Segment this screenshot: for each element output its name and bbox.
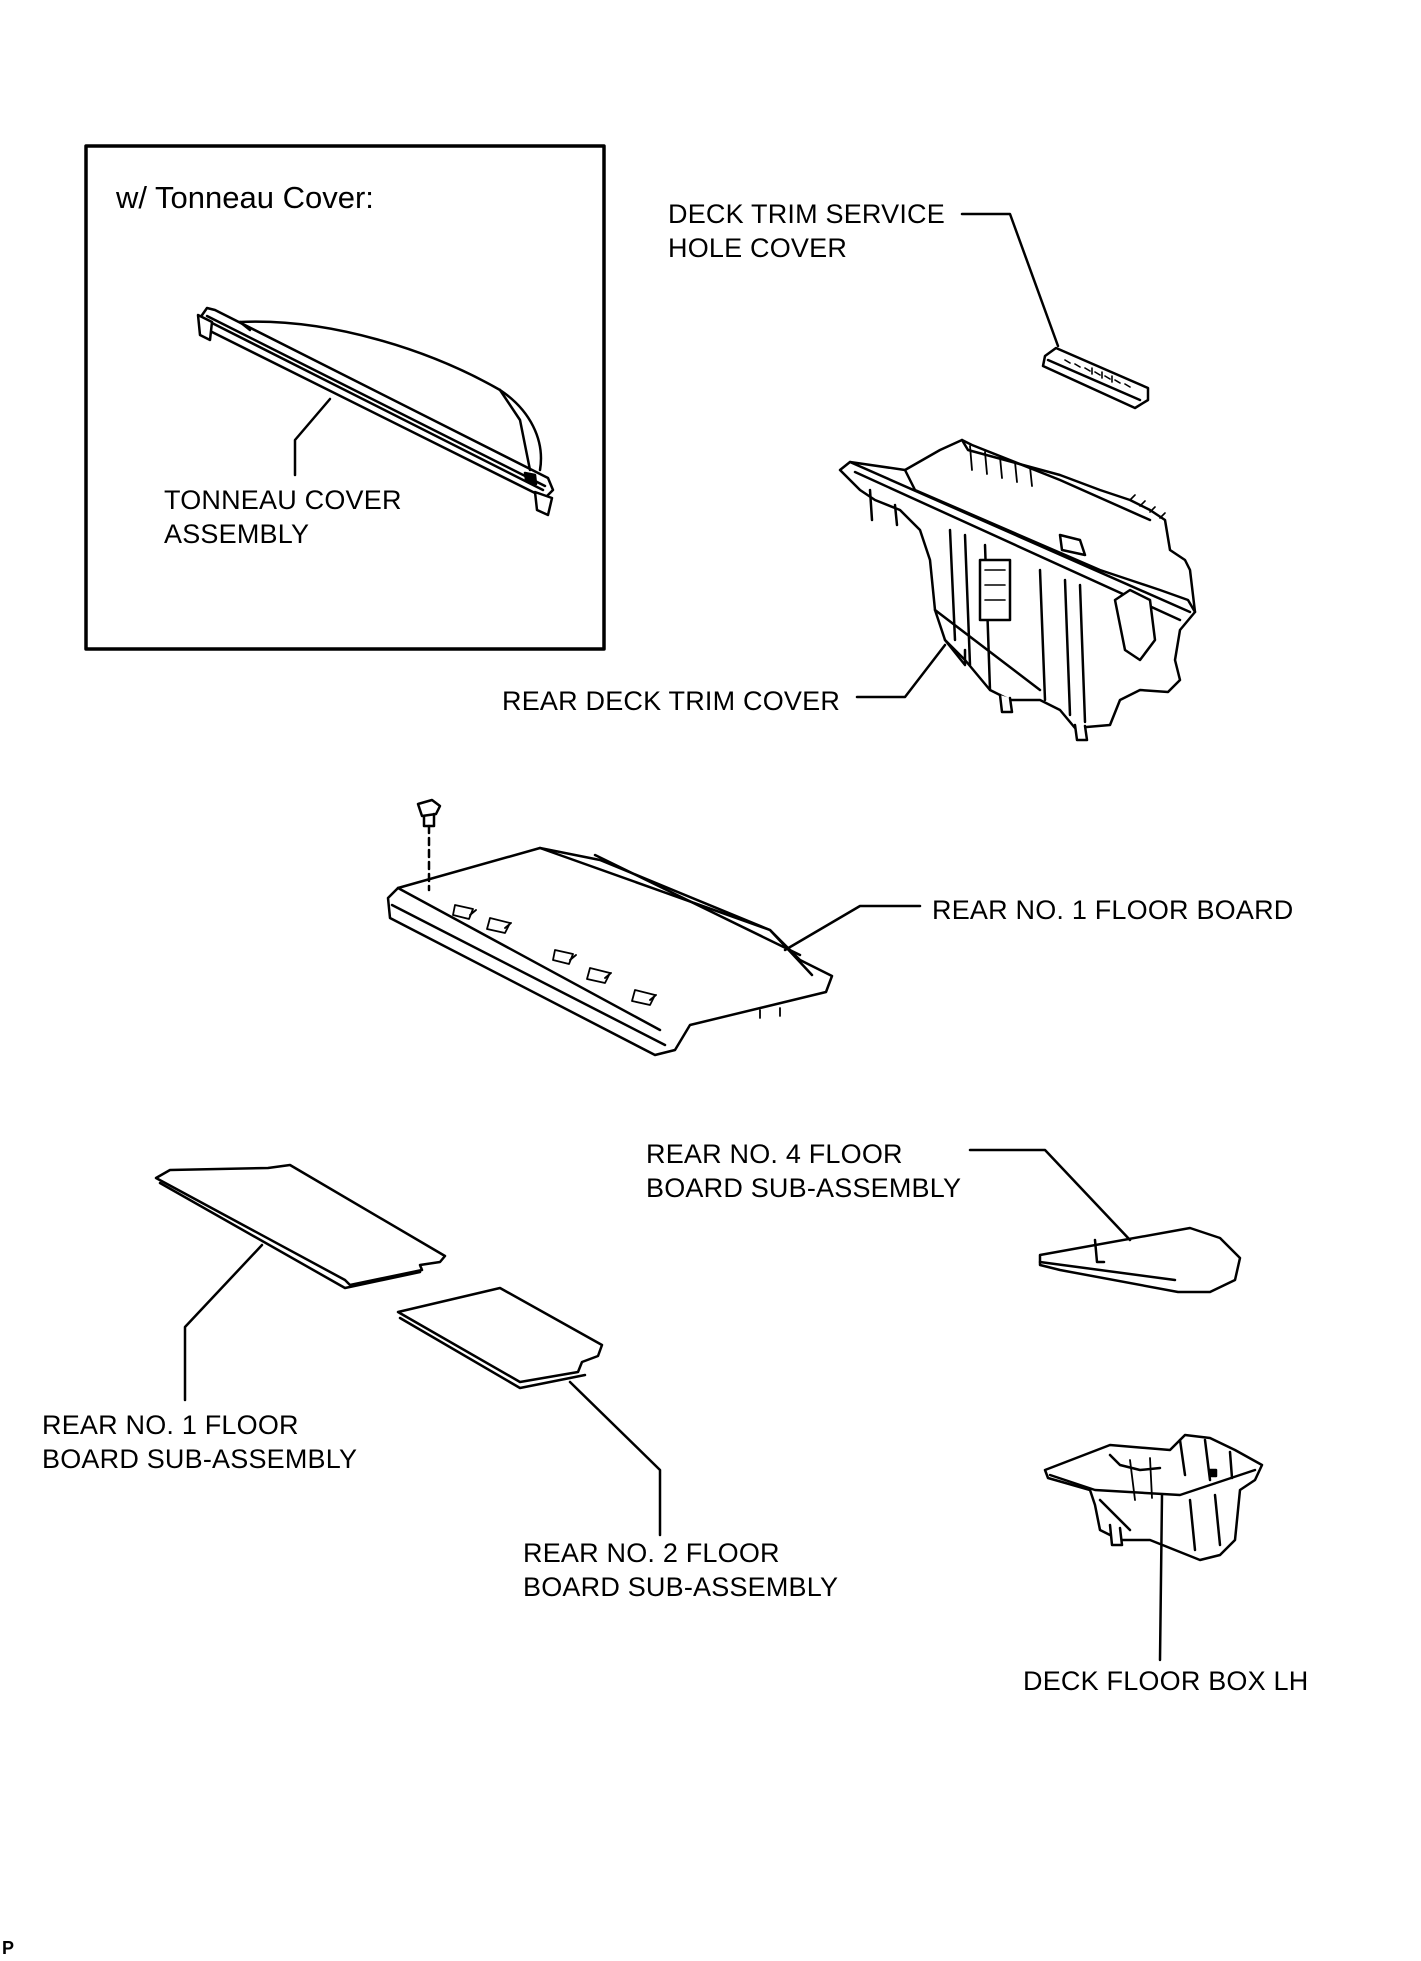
rear-no1-floor-board-illustration [386, 846, 834, 1057]
leader-service-hole-cover [960, 212, 1060, 348]
label-line: TONNEAU COVER [164, 485, 402, 515]
leader-deck-floor-box-lh [1158, 1493, 1164, 1662]
label-line: DECK TRIM SERVICE [668, 199, 945, 229]
leader-rear-no1-floor-board-sub [183, 1243, 264, 1402]
label-tonneau-cover-assembly: TONNEAU COVER ASSEMBLY [164, 483, 402, 551]
rear-no4-floor-board-illustration [1038, 1226, 1242, 1294]
label-rear-no1-floor-board: REAR NO. 1 FLOOR BOARD [932, 893, 1293, 927]
service-hole-cover-illustration [1041, 346, 1150, 410]
label-line: REAR NO. 1 FLOOR BOARD [932, 895, 1294, 925]
label-line: REAR NO. 1 FLOOR [42, 1410, 299, 1440]
inset-title: w/ Tonneau Cover: [116, 180, 374, 215]
leader-rear-no4-floor-board-sub [968, 1148, 1132, 1242]
leader-rear-no1-floor-board [783, 904, 922, 952]
label-line: HOLE COVER [668, 233, 848, 263]
leader-tonneau [293, 397, 332, 477]
label-line: REAR NO. 4 FLOOR [646, 1139, 903, 1169]
label-rear-no4-floor-board-sub-assembly: REAR NO. 4 FLOOR BOARD SUB-ASSEMBLY [646, 1137, 961, 1205]
label-rear-no1-floor-board-sub-assembly: REAR NO. 1 FLOOR BOARD SUB-ASSEMBLY [42, 1408, 357, 1476]
label-line: REAR DECK TRIM COVER [502, 686, 841, 716]
label-line: BOARD SUB-ASSEMBLY [646, 1173, 962, 1203]
label-rear-deck-trim-cover: REAR DECK TRIM COVER [502, 684, 840, 718]
label-deck-trim-service-hole-cover: DECK TRIM SERVICE HOLE COVER [668, 197, 945, 265]
label-line: ASSEMBLY [164, 519, 310, 549]
leader-rear-deck-trim-cover [855, 643, 947, 699]
tonneau-cover-illustration [196, 306, 555, 517]
label-line: DECK FLOOR BOX LH [1023, 1666, 1309, 1696]
inset-frame [84, 144, 606, 651]
page-code: P [2, 1938, 15, 1958]
deck-floor-box-illustration [1043, 1433, 1264, 1562]
rear-no2-floor-board-sub-illustration [396, 1286, 604, 1390]
label-line: REAR NO. 2 FLOOR [523, 1538, 780, 1568]
rear-deck-trim-cover-illustration [838, 438, 1197, 742]
rear-no1-floor-board-sub-illustration [154, 1163, 447, 1290]
leader-rear-no2-floor-board-sub [568, 1380, 662, 1537]
label-rear-no2-floor-board-sub-assembly: REAR NO. 2 FLOOR BOARD SUB-ASSEMBLY [523, 1536, 838, 1604]
label-line: BOARD SUB-ASSEMBLY [42, 1444, 358, 1474]
clip-fastener [416, 798, 442, 892]
label-line: BOARD SUB-ASSEMBLY [523, 1572, 839, 1602]
label-deck-floor-box-lh: DECK FLOOR BOX LH [1023, 1664, 1308, 1698]
